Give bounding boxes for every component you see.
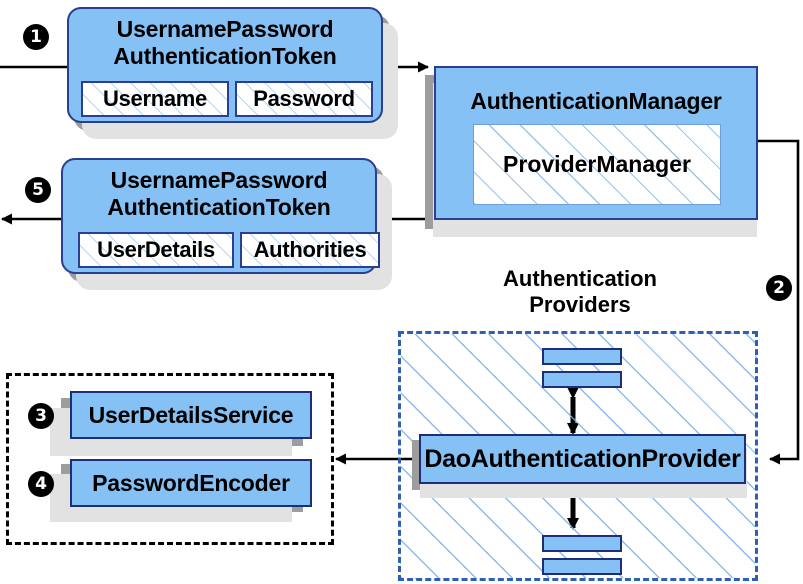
- request-token-card[interactable]: UsernamePassword AuthenticationToken Use…: [67, 7, 383, 123]
- badge-step-5: 5: [25, 177, 51, 203]
- provider-placeholder-4: [542, 558, 622, 575]
- authentication-providers-label-line2: Providers: [529, 292, 631, 317]
- response-token-title-line2: AuthenticationToken: [107, 194, 331, 220]
- passwordencoder-card[interactable]: PasswordEncoder: [70, 459, 312, 507]
- provider-placeholder-3: [542, 535, 622, 552]
- response-token-title-line1: UsernamePassword: [110, 167, 328, 193]
- authentication-manager-title: AuthenticationManager: [470, 88, 722, 114]
- provider-placeholder-2: [542, 371, 622, 388]
- authentication-providers-label-line1: Authentication: [503, 266, 657, 291]
- request-token-title-line1: UsernamePassword: [116, 16, 334, 42]
- badge-step-2: 2: [766, 275, 792, 301]
- response-token-field-authorities[interactable]: Authorities: [240, 232, 380, 268]
- userdetailsservice-card[interactable]: UserDetailsService: [70, 391, 312, 439]
- request-token-field-username[interactable]: Username: [81, 81, 229, 117]
- response-token-field-userdetails[interactable]: UserDetails: [78, 232, 234, 268]
- request-token-field-password[interactable]: Password: [235, 81, 373, 117]
- provider-manager-box[interactable]: ProviderManager: [473, 124, 721, 205]
- badge-step-1: 1: [23, 24, 49, 50]
- provider-placeholder-1: [542, 348, 622, 365]
- request-token-title-line2: AuthenticationToken: [113, 43, 337, 69]
- badge-step-4: 4: [28, 471, 54, 497]
- authentication-manager-card[interactable]: AuthenticationManager ProviderManager: [434, 66, 758, 220]
- badge-step-3: 3: [28, 403, 54, 429]
- dao-authentication-provider-card[interactable]: DaoAuthenticationProvider: [419, 434, 746, 484]
- response-token-card[interactable]: UsernamePassword AuthenticationToken Use…: [61, 158, 380, 274]
- services-group: [6, 373, 334, 545]
